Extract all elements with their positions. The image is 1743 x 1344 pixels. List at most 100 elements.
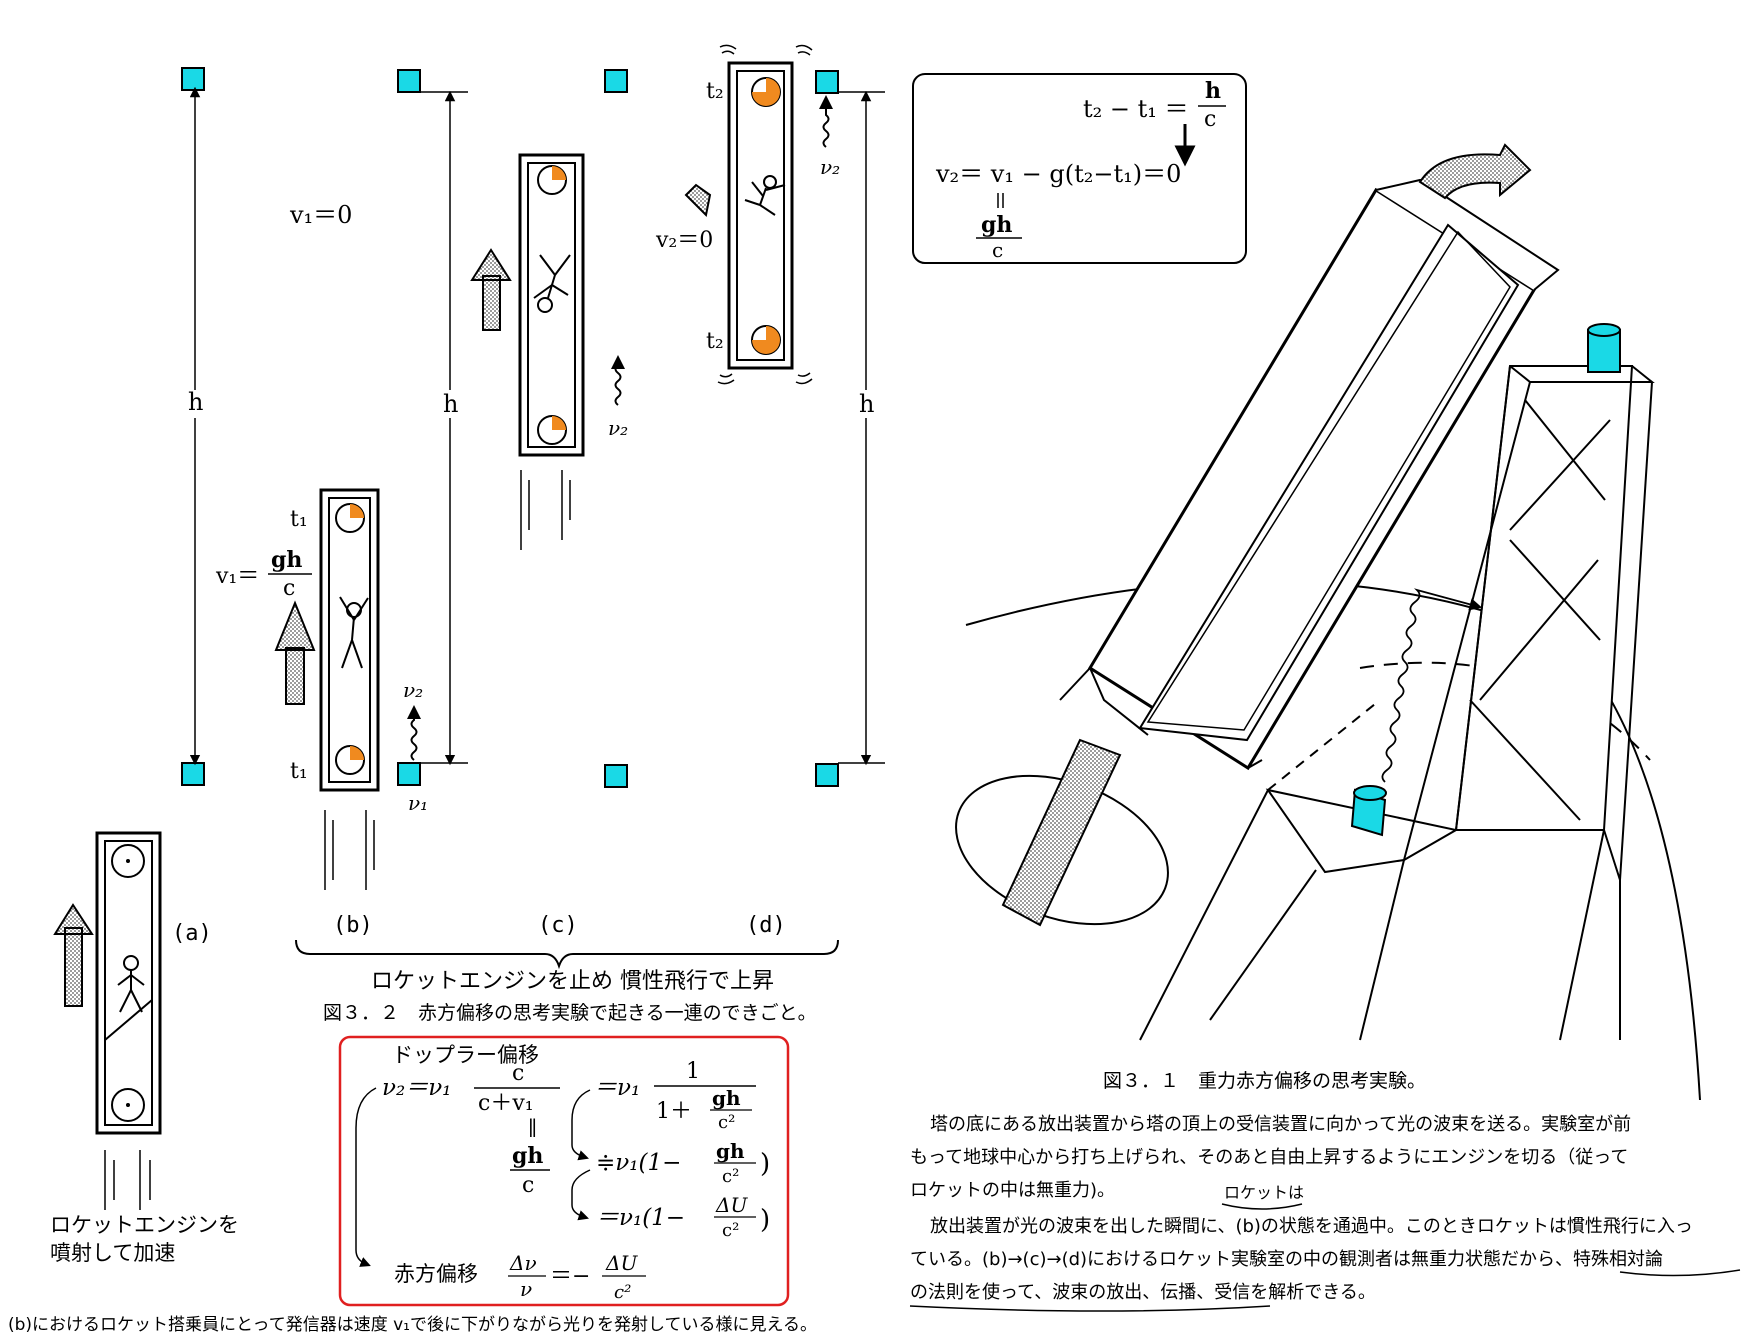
brace-bcd xyxy=(295,939,839,970)
receiver-a xyxy=(181,67,205,91)
height-label-d: h xyxy=(859,390,874,418)
figure-3-1-caption: 図３．１ 重力赤方偏移の思考実験。 xyxy=(1103,1070,1426,1092)
v1-gh: gh xyxy=(271,547,302,573)
doppler-c-plus-v1: c＋v₁ xyxy=(478,1091,534,1116)
figure-3-2-caption: 図３．２ 赤方偏移の思考実験で起きる一連のできごと。 xyxy=(323,1002,817,1024)
receiver-c xyxy=(604,69,628,93)
emitter-b xyxy=(397,762,421,786)
doppler-nu2-eq: ν₂＝ν₁ xyxy=(382,1075,451,1101)
formula-c: c xyxy=(1204,107,1216,132)
wave-packet-c-icon xyxy=(611,355,625,406)
v1-c: c xyxy=(283,576,295,601)
doppler-c2-3: c² xyxy=(722,1166,739,1187)
redshift-dnu: Δν xyxy=(509,1251,537,1275)
nu2-label-b: ν₂ xyxy=(403,678,423,702)
passenger-d-icon xyxy=(744,175,786,216)
v1-zero-label: v₁＝0 xyxy=(289,201,352,229)
para-line-1: 塔の底にある放出装置から塔の頂上の受信装置に向かって光の波束を送る。実験室が前 xyxy=(930,1114,1631,1135)
nu1-label-b: ν₁ xyxy=(408,791,428,815)
stopped-engine-icon xyxy=(684,183,712,218)
formula-gh: gh xyxy=(981,212,1012,238)
passenger-a-icon xyxy=(117,955,145,1013)
receiver-b xyxy=(397,69,421,93)
doppler-box xyxy=(338,1035,790,1307)
wave-packet-tower-icon xyxy=(1381,588,1483,783)
rocket-d xyxy=(684,44,813,385)
label-d: (d) xyxy=(746,913,786,938)
nu2-label-c: ν₂ xyxy=(608,416,628,440)
redshift-eq-minus: ＝− xyxy=(550,1264,590,1289)
t2-bottom-d: t₂ xyxy=(706,329,724,354)
para-line-5: ている。(b)→(c)→(d)におけるロケット実験室の中の観測者は無重力状態だか… xyxy=(910,1249,1663,1270)
doppler-derivation: ドップラー偏移 ν₂＝ν₁ c c＋v₁ ∥ gh c ＝ν₁ 1 1＋ gh … xyxy=(355,1043,770,1303)
explanation-paragraph: 塔の底にある放出装置から塔の頂上の受信装置に向かって光の波束を送る。実験室が前 … xyxy=(909,1114,1741,1312)
formula-box xyxy=(912,73,1247,264)
doppler-dU: ΔU xyxy=(715,1193,748,1217)
thrust-arrow-c-icon xyxy=(470,248,512,331)
para-line-3: ロケットの中は無重力)。 xyxy=(910,1180,1115,1201)
emitter-c xyxy=(604,764,628,788)
engine-caption-line1: ロケットエンジンを xyxy=(50,1213,239,1237)
label-c: (c) xyxy=(538,913,578,938)
doppler-close-4: ) xyxy=(760,1205,770,1235)
doppler-gh-2: gh xyxy=(712,1086,741,1110)
doppler-eq-nu1: ＝ν₁ xyxy=(594,1075,640,1101)
redshift-c2: c² xyxy=(614,1282,631,1303)
para-line-6: の法則を使って、波束の放出、伝播、受信を解析できる。 xyxy=(910,1282,1376,1303)
formula-v2: v₂＝ v₁ − g(t₂−t₁)＝0 xyxy=(935,160,1181,188)
receiver-d xyxy=(815,70,839,94)
brace-caption: ロケットエンジンを止め 慣性飛行で上昇 xyxy=(371,969,774,994)
v1-eq-label: v₁＝ xyxy=(215,564,259,589)
doppler-one-plus: 1＋ xyxy=(656,1099,692,1124)
doppler-eq-nu1-b: ＝ν₁(1− xyxy=(596,1205,685,1231)
tower-emitter xyxy=(1350,785,1387,837)
v2-zero-label: v₂＝0 xyxy=(655,228,713,253)
doppler-close-3: ) xyxy=(760,1149,770,1179)
label-b: (b) xyxy=(333,913,373,938)
doppler-c2-2: c² xyxy=(718,1112,735,1133)
height-lines xyxy=(189,86,885,766)
passenger-b-icon xyxy=(339,596,369,669)
doppler-one: 1 xyxy=(686,1059,700,1084)
doppler-c-num: c xyxy=(512,1061,524,1086)
formula-t2-t1: t₂ − t₁ ＝ xyxy=(1083,95,1189,123)
rocket-exhaust-column xyxy=(1001,738,1122,927)
t2-top-d: t₂ xyxy=(706,79,724,104)
doppler-title: ドップラー偏移 xyxy=(392,1043,539,1067)
formula-gh-c: c xyxy=(992,238,1003,262)
cyan-squares xyxy=(181,67,839,788)
doppler-double-bar: ∥ xyxy=(528,1116,537,1140)
rocket-b xyxy=(274,488,380,890)
engine-caption-line2: 噴射して加速 xyxy=(50,1241,175,1265)
rocket-lab xyxy=(1059,178,1560,771)
exhaust-a-icon xyxy=(104,1150,151,1210)
para-line-2: もって地球中心から打ち上げられ、そのあと自由上昇するようにエンジンを切る（従って xyxy=(910,1147,1628,1168)
wave-packet-b-icon xyxy=(407,705,421,761)
vibration-marks-icon xyxy=(717,44,813,385)
doppler-gh-sub: gh xyxy=(512,1143,543,1169)
doppler-approx: ≑ν₁(1− xyxy=(596,1150,681,1176)
formula-box-content: t₂ − t₁ ＝ h c v₂＝ v₁ − g(t₂−t₁)＝0 gh c xyxy=(935,78,1226,262)
passenger-c-icon xyxy=(533,254,571,313)
exhaust-b-icon xyxy=(324,810,375,890)
para-line-4: 放出装置が光の波束を出した瞬間に、(b)の状態を通過中。このときロケットは慣性飛… xyxy=(930,1216,1693,1237)
thrust-arrow-a-icon xyxy=(53,903,94,1007)
redshift-nu: ν xyxy=(520,1277,532,1301)
exhaust-c-icon xyxy=(520,470,571,550)
label-a: (a) xyxy=(172,921,212,946)
doppler-c-sub: c xyxy=(522,1173,534,1198)
rotation-arrow-icon xyxy=(1418,143,1532,200)
emitter-a xyxy=(181,762,205,786)
t1-bottom-b: t₁ xyxy=(290,759,308,784)
t1-top-b: t₁ xyxy=(290,507,308,532)
emitter-d xyxy=(815,763,839,787)
redshift-label: 赤方偏移 xyxy=(394,1262,478,1286)
tower xyxy=(1139,365,1655,1041)
doppler-c2-4: c² xyxy=(722,1220,739,1241)
thrust-arrow-b-icon xyxy=(274,600,316,705)
rocket-a xyxy=(53,831,162,1210)
para-annotation: ロケットは xyxy=(1224,1183,1304,1202)
bottom-note: (b)におけるロケット搭乗員にとって発信器は速度 v₁で後に下がりながら光りを発… xyxy=(8,1315,817,1335)
wave-packet-d-icon xyxy=(819,95,833,148)
